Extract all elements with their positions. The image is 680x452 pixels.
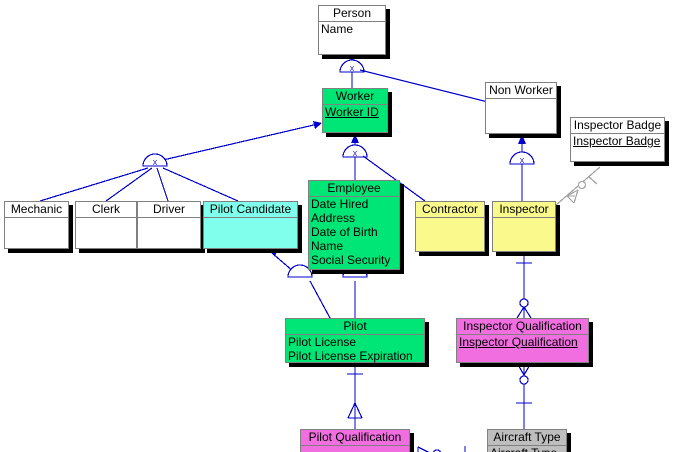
entity-attributes: Pilot License Pilot License Expiration: [286, 335, 424, 363]
attribute-pk: Inspector Qualification: [459, 335, 578, 349]
entity-clerk[interactable]: Clerk: [75, 201, 137, 249]
connector-employee-subtype: X: [342, 134, 368, 158]
connector-worker-subtype: X: [142, 121, 322, 167]
entity-title: Driver: [138, 202, 200, 218]
entity-title: Inspector Badge: [571, 118, 664, 134]
connector-inspector-inspectorqual: [516, 252, 532, 319]
svg-text:X: X: [350, 66, 355, 73]
attribute: Pilot License: [288, 335, 357, 349]
connector-nonworker-subtype: X: [509, 134, 535, 165]
entity-title: Non Worker: [486, 83, 556, 99]
entity-pilot-qualification[interactable]: Pilot Qualification: [300, 429, 410, 452]
entity-title: Pilot: [286, 319, 424, 335]
entity-person[interactable]: Person Name: [318, 5, 386, 55]
entity-attributes: Worker ID: [323, 105, 387, 119]
entity-driver[interactable]: Driver: [137, 201, 201, 249]
entity-contractor[interactable]: Contractor: [415, 201, 485, 252]
entity-attributes: Date Hired Address Date of Birth Name So…: [309, 197, 399, 267]
entity-title: Aircraft Type: [488, 430, 566, 446]
connector-person-subtype: X: [339, 56, 365, 73]
entity-mechanic[interactable]: Mechanic: [4, 201, 69, 249]
entity-title: Mechanic: [5, 202, 68, 218]
connector-pilot-employee-subtype: [342, 264, 368, 318]
connector-inspector-inspectorbadge: [555, 166, 601, 206]
entity-title: Person: [319, 6, 385, 22]
entity-non-worker[interactable]: Non Worker: [485, 82, 557, 134]
entity-attributes: Name: [319, 22, 385, 36]
attribute: Pilot License Expiration: [288, 349, 413, 363]
attribute: Date Hired: [311, 197, 369, 211]
svg-text:X: X: [520, 158, 525, 165]
svg-text:X: X: [153, 160, 158, 167]
entity-attributes: Aircraft Type: [488, 446, 566, 452]
wire-worker-pilotcand: [162, 167, 239, 202]
connector-inspectorqual-aircrafttype: [516, 362, 532, 429]
entity-title: Inspector: [493, 202, 555, 218]
entity-attributes: Inspector Badge: [571, 134, 664, 148]
wire-worker-mechanic: [39, 167, 149, 202]
connector-pilotqual-aircrafttype: [417, 446, 466, 452]
attribute: Social Security: [311, 253, 391, 267]
attribute-pk: Inspector Badge: [573, 134, 661, 148]
attribute: Name: [311, 239, 344, 253]
entity-inspector-qualification[interactable]: Inspector Qualification Inspector Qualif…: [456, 318, 589, 363]
entity-title: Pilot Candidate: [204, 202, 297, 218]
entity-pilot[interactable]: Pilot Pilot License Pilot License Expira…: [285, 318, 425, 363]
entity-attributes: Inspector Qualification: [457, 335, 588, 349]
entity-inspector-badge[interactable]: Inspector Badge Inspector Badge: [570, 117, 665, 162]
entity-title: Worker: [323, 89, 387, 105]
entity-title: Employee: [309, 181, 399, 197]
attribute-pk: Worker ID: [325, 105, 379, 119]
svg-text:X: X: [353, 151, 358, 158]
entity-title: Clerk: [76, 202, 136, 218]
entity-title: Contractor: [416, 202, 484, 218]
entity-title: Inspector Qualification: [457, 319, 588, 335]
entity-worker[interactable]: Worker Worker ID: [322, 88, 388, 133]
wire-worker-clerk: [105, 167, 153, 202]
connector-pilot-pilotqual: [347, 363, 363, 429]
attribute-pk: Aircraft Type: [490, 446, 564, 452]
wire-worker-driver: [156, 167, 169, 202]
entity-inspector[interactable]: Inspector: [492, 201, 556, 252]
attribute: Date of Birth: [311, 225, 378, 239]
entity-aircraft-type[interactable]: Aircraft Type Aircraft Type: [487, 429, 567, 452]
attribute: Address: [311, 211, 356, 225]
entity-employee[interactable]: Employee Date Hired Address Date of Birt…: [308, 180, 400, 270]
attribute: Name: [321, 22, 354, 36]
entity-pilot-candidate[interactable]: Pilot Candidate: [203, 201, 298, 249]
entity-title: Pilot Qualification: [301, 430, 409, 446]
